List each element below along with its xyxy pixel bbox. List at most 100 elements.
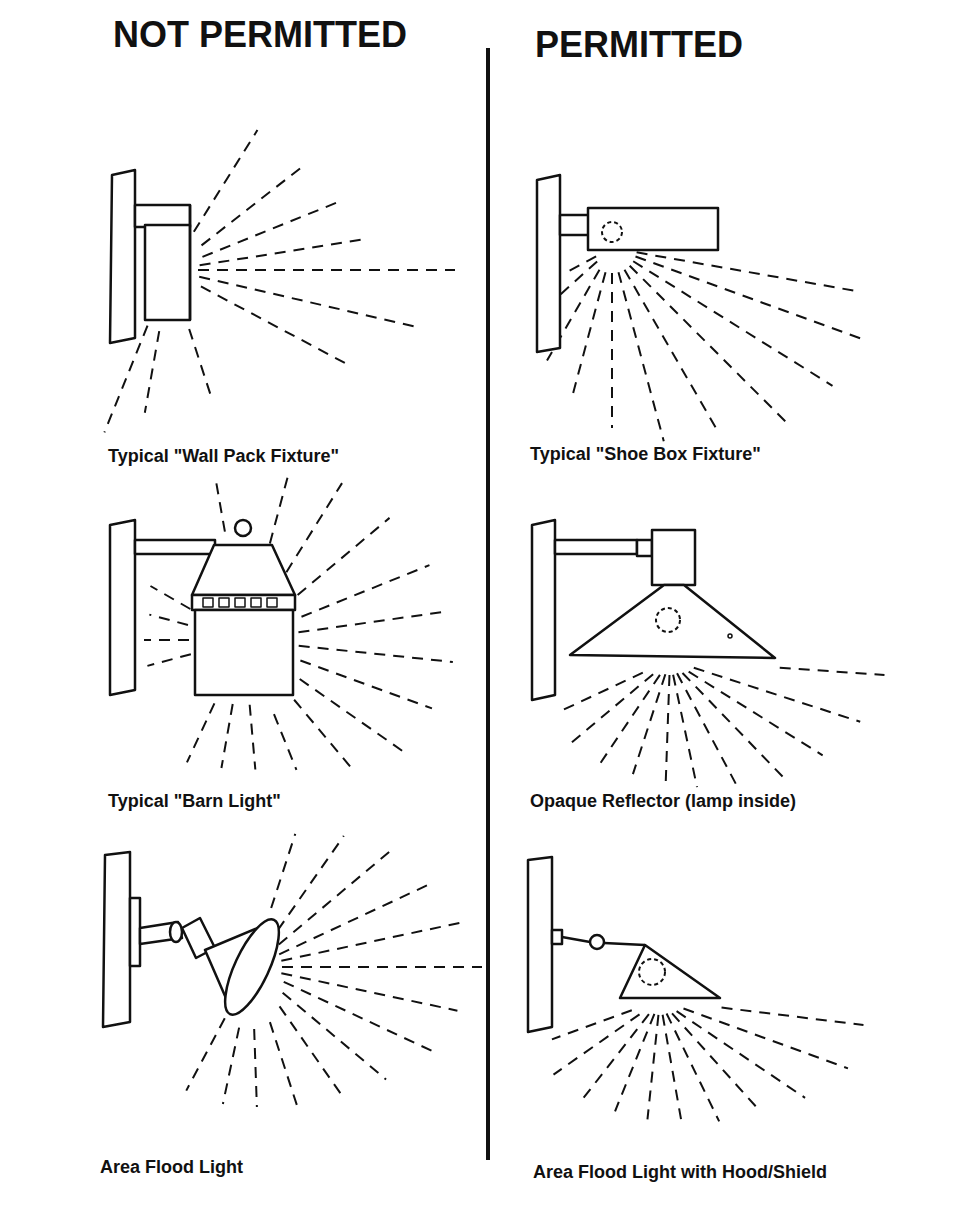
light-ray bbox=[568, 256, 596, 271]
light-ray bbox=[294, 700, 353, 770]
light-ray bbox=[567, 674, 654, 747]
hooded-flood-light bbox=[528, 857, 720, 1032]
area-flood-light bbox=[215, 913, 290, 1022]
light-ray bbox=[722, 1008, 864, 1025]
hooded-flood-light bbox=[604, 943, 645, 945]
light-ray bbox=[633, 261, 832, 386]
opaque-reflector bbox=[532, 520, 555, 700]
light-ray bbox=[145, 331, 159, 413]
light-ray bbox=[283, 993, 386, 1080]
light-ray bbox=[284, 982, 434, 1052]
barn-light bbox=[235, 520, 251, 536]
light-ray bbox=[279, 851, 390, 944]
light-ray bbox=[663, 1015, 682, 1123]
column-heading: NOT PERMITTED bbox=[113, 14, 407, 55]
light-ray bbox=[270, 1022, 298, 1109]
area-flood-light bbox=[140, 922, 182, 944]
wall-pack-fixture bbox=[110, 170, 135, 343]
hooded-flood-light bbox=[528, 857, 552, 1032]
light-ray bbox=[300, 661, 432, 709]
wall-pack-fixture bbox=[145, 225, 190, 320]
barn-light bbox=[235, 598, 245, 607]
light-ray bbox=[554, 1014, 640, 1074]
fixture-caption: Typical "Barn Light" bbox=[108, 791, 281, 812]
light-ray bbox=[199, 277, 413, 326]
fixture-caption: Area Flood Light bbox=[100, 1157, 243, 1178]
hooded-flood-light bbox=[620, 945, 720, 998]
hooded-flood-light bbox=[590, 935, 604, 949]
light-ray bbox=[689, 672, 823, 756]
light-ray bbox=[573, 272, 605, 393]
light-ray bbox=[282, 966, 482, 968]
barn-light bbox=[219, 598, 229, 607]
light-ray bbox=[187, 703, 214, 762]
light-ray bbox=[189, 329, 210, 394]
light-ray bbox=[637, 252, 859, 291]
light-ray bbox=[673, 675, 697, 787]
light-ray bbox=[683, 673, 785, 779]
shoe-box-fixture bbox=[588, 208, 718, 250]
light-ray bbox=[186, 1018, 224, 1090]
light-ray bbox=[250, 705, 256, 770]
light-ray bbox=[677, 1011, 806, 1098]
light-ray bbox=[104, 130, 884, 1123]
barn-light bbox=[192, 545, 295, 595]
area-flood-light bbox=[103, 852, 289, 1027]
light-ray bbox=[147, 654, 190, 666]
light-ray bbox=[223, 1028, 239, 1104]
light-ray bbox=[561, 673, 643, 711]
light-ray bbox=[271, 834, 295, 908]
shoe-box-fixture bbox=[537, 175, 560, 352]
divider bbox=[486, 48, 490, 1160]
light-ray bbox=[298, 612, 442, 632]
hooded-flood-light bbox=[639, 959, 665, 985]
light-ray bbox=[625, 270, 720, 435]
light-ray bbox=[202, 165, 304, 245]
barn-light bbox=[195, 610, 293, 695]
opaque-reflector bbox=[656, 608, 680, 632]
light-ray bbox=[300, 679, 408, 755]
fixture-caption: Typical "Shoe Box Fixture" bbox=[530, 444, 761, 465]
light-ray bbox=[201, 286, 347, 363]
light-ray bbox=[618, 272, 663, 441]
light-ray bbox=[666, 675, 670, 785]
light-ray bbox=[780, 668, 885, 675]
light-ray bbox=[667, 1013, 720, 1121]
hooded-flood-light bbox=[552, 930, 562, 944]
light-ray bbox=[278, 836, 344, 930]
shoe-box-fixture bbox=[560, 215, 590, 235]
light-ray bbox=[611, 273, 613, 428]
light-ray bbox=[647, 1015, 658, 1119]
barn-light bbox=[192, 595, 295, 610]
opaque-reflector bbox=[532, 520, 775, 700]
light-ray bbox=[583, 1014, 649, 1098]
light-ray bbox=[194, 130, 258, 232]
light-ray bbox=[672, 1013, 760, 1111]
light-ray bbox=[274, 714, 296, 770]
light-ray bbox=[149, 615, 188, 625]
barn-light bbox=[203, 598, 213, 607]
barn-light bbox=[110, 520, 135, 695]
light-ray bbox=[270, 476, 288, 544]
light-ray bbox=[281, 921, 467, 961]
light-ray bbox=[299, 646, 453, 662]
shoe-box-fixture bbox=[537, 175, 718, 352]
wall-pack-fixture bbox=[189, 205, 192, 320]
fixture-caption: Opaque Reflector (lamp inside) bbox=[530, 791, 796, 812]
opaque-reflector bbox=[637, 540, 652, 556]
light-ray bbox=[279, 882, 433, 954]
barn-light bbox=[251, 598, 261, 607]
opaque-reflector bbox=[728, 634, 732, 638]
barn-light bbox=[110, 520, 295, 695]
wall-pack-fixture bbox=[110, 170, 190, 343]
opaque-reflector bbox=[570, 585, 775, 658]
fixture-caption: Typical "Wall Pack Fixture" bbox=[108, 446, 339, 467]
barn-light bbox=[135, 540, 215, 554]
light-ray bbox=[202, 203, 336, 257]
opaque-reflector bbox=[555, 540, 637, 554]
light-ray bbox=[286, 483, 342, 572]
light-ray bbox=[552, 1010, 632, 1039]
light-ray bbox=[633, 674, 665, 774]
